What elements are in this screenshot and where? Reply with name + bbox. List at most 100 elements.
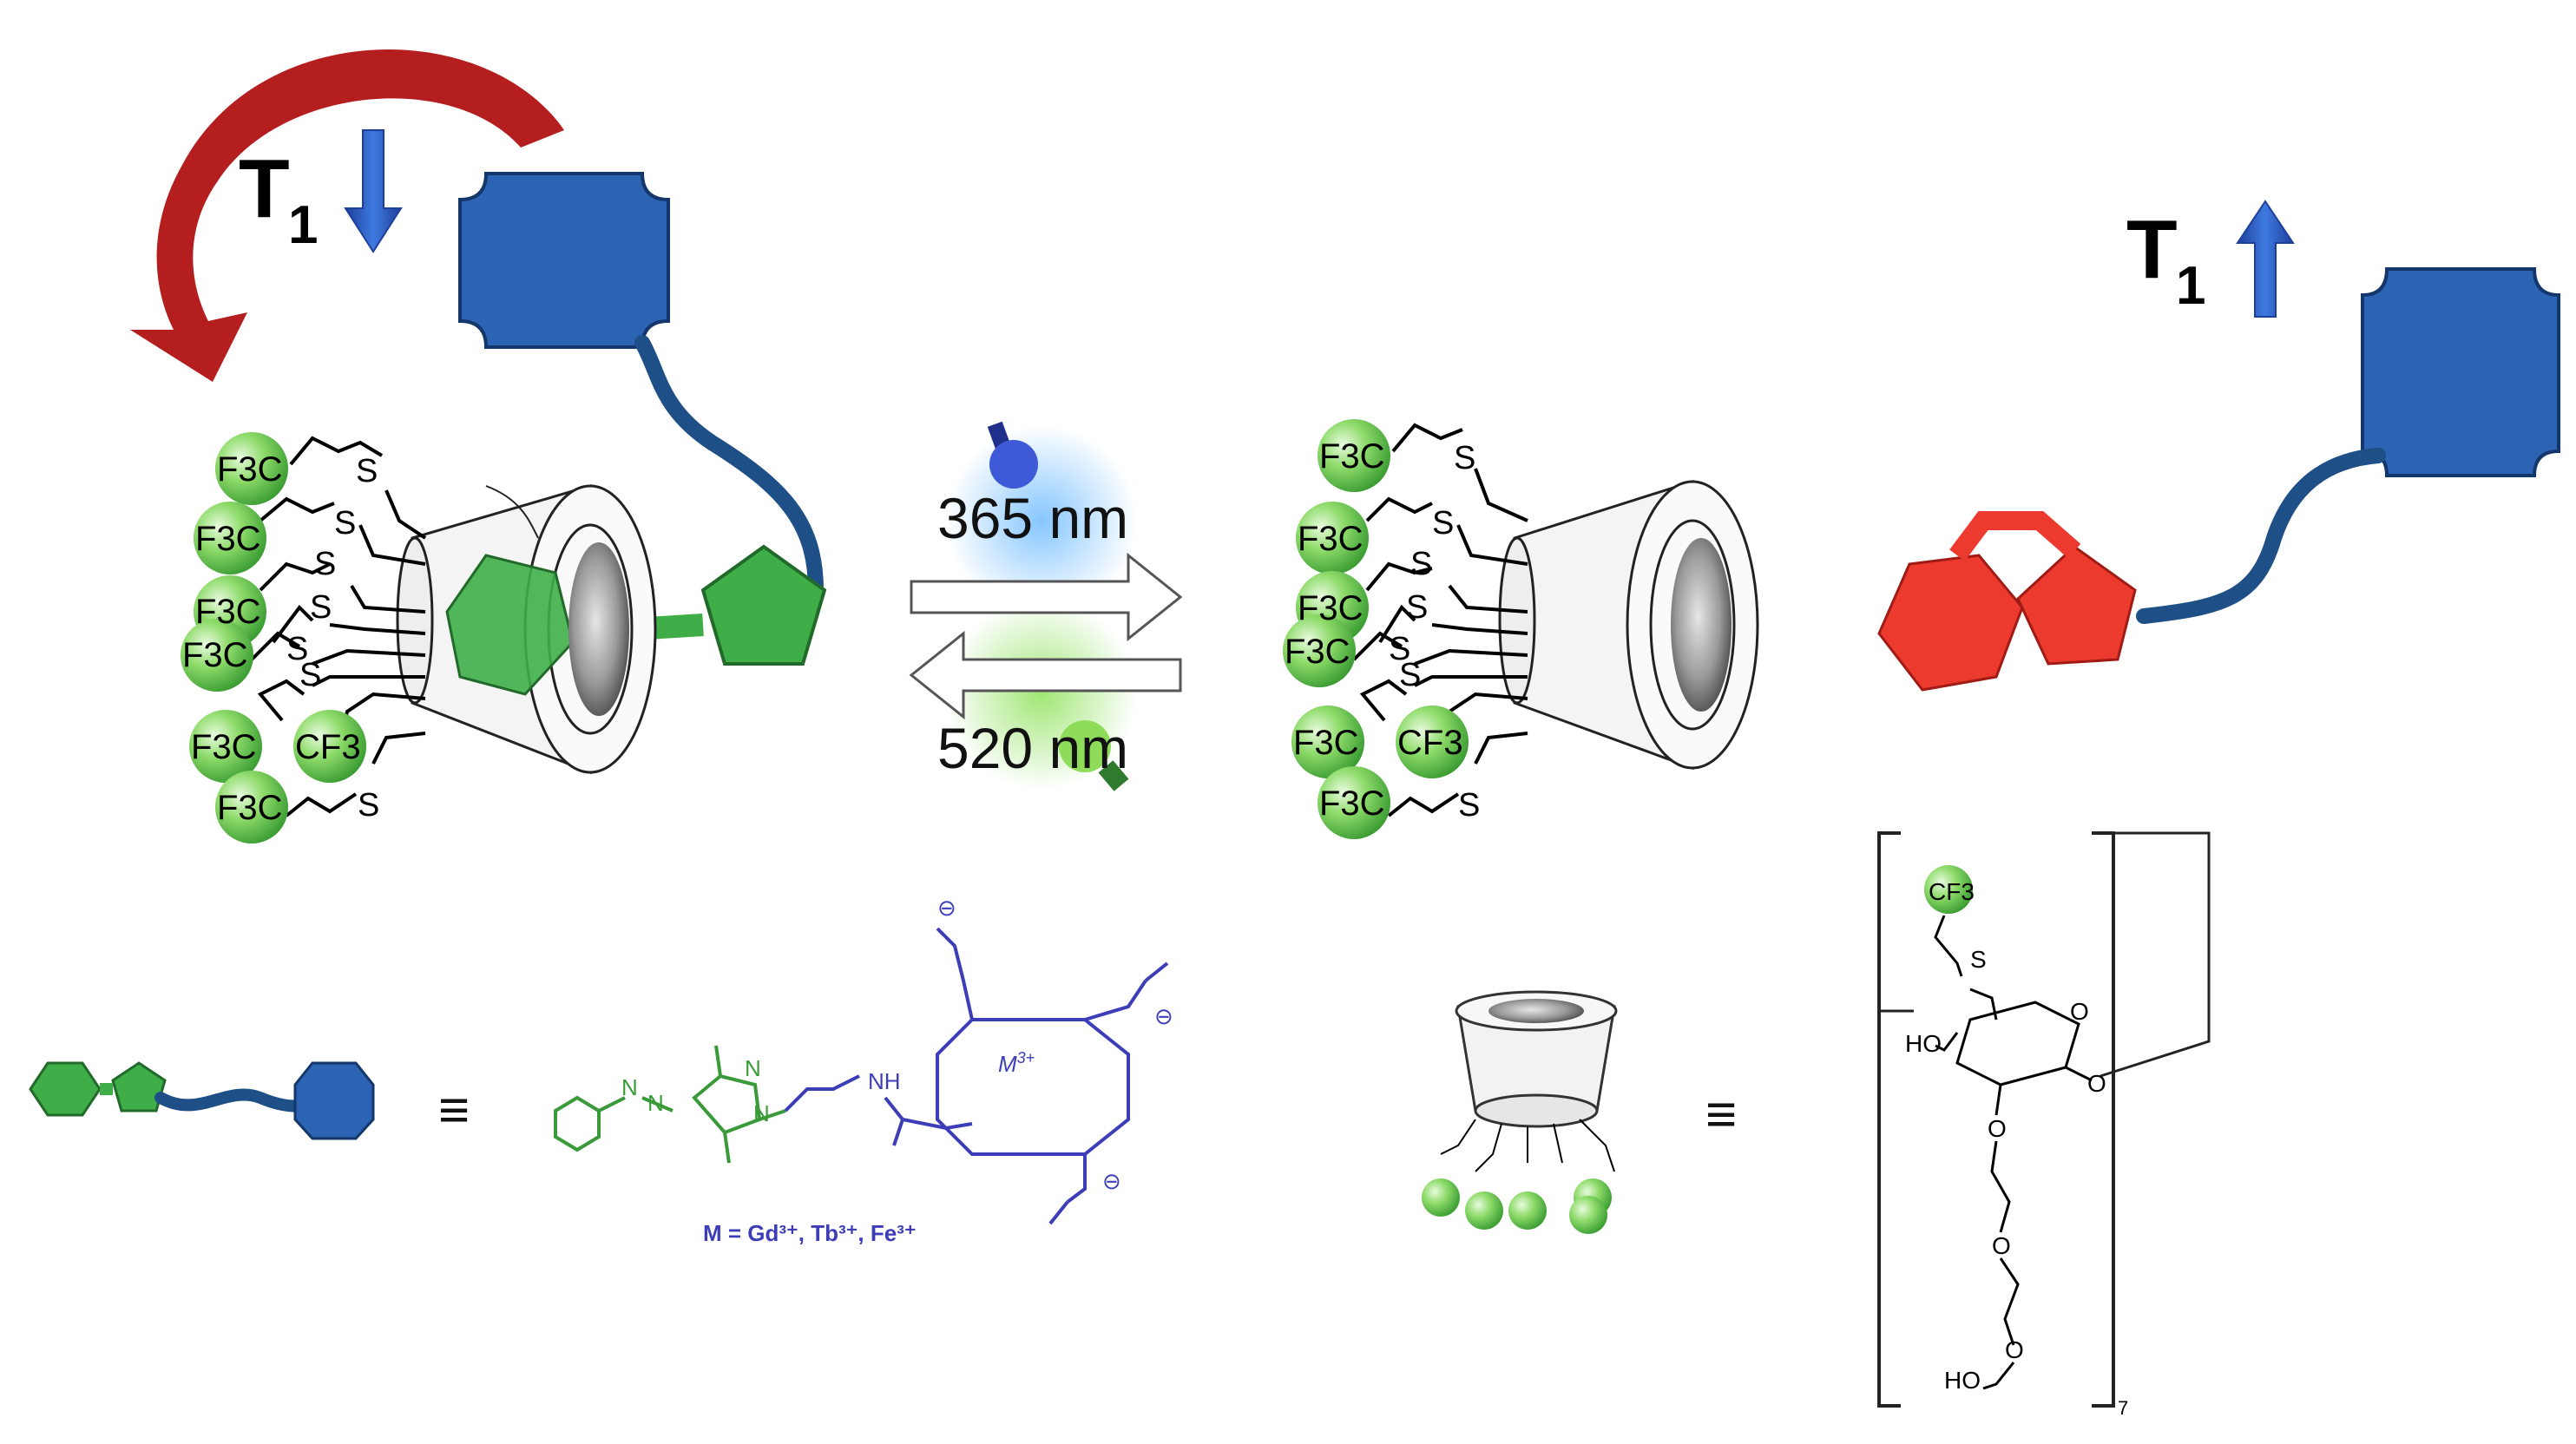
cf3-ball-icon [215, 432, 288, 505]
legend-azo-chelate: ≡ NN NN NH M3+ [29, 895, 1173, 1246]
cf3-ball-icon [215, 771, 288, 843]
cf3-ball-icon [181, 619, 253, 692]
sulfur-label: S [356, 453, 378, 489]
blue-bulb-icon [987, 421, 1038, 489]
cf3-ball-icon [189, 710, 262, 783]
right-state: S S S S S S S F3C F3C F3C F3C F3C CF3 F3… [1283, 200, 2560, 839]
cf3-ball-icon [1296, 502, 1369, 574]
oxygen-label: O [1992, 1232, 2011, 1259]
small-green-hexagon-icon [29, 1061, 102, 1117]
t1-label: T [239, 142, 290, 235]
cf3-ball-icon [1396, 706, 1469, 778]
cf3-ball-icon [1508, 1191, 1547, 1230]
gd-chelate-block-icon [458, 172, 670, 349]
cf3-label: F3C [195, 520, 261, 558]
red-azo-bond-icon [1949, 511, 2081, 561]
cf3-label: F3C [217, 789, 283, 827]
t1-down-arrow-icon [344, 129, 403, 253]
hydroxyl-label: HO [1905, 1030, 1942, 1057]
photoswitch-equilibrium: 365 nm 520 nm [909, 421, 1183, 791]
nh-label: NH [868, 1068, 901, 1094]
cavity-icon [1671, 538, 1732, 712]
t1-subscript: 1 [2176, 256, 2205, 316]
hydroxyl-label: HO [1944, 1367, 1981, 1394]
carboxylate-charge-icon: ⊖ [1102, 1168, 1121, 1194]
cf3-label: CF3 [1929, 878, 1975, 905]
carboxylate-charge-icon: ⊖ [937, 895, 956, 921]
svg-text:N: N [621, 1074, 638, 1100]
oxygen-label: O [2005, 1336, 2024, 1363]
red-pentagon-icon [2016, 545, 2137, 666]
cf3-ball-icon [1291, 706, 1364, 778]
glucose-repeat-unit: CF3 S O HO O O O O HO 7 [1877, 831, 2211, 1419]
cf3-label: CF3 [295, 728, 361, 766]
green-hexagon-icon [445, 554, 575, 696]
cf3-label: F3C [217, 450, 283, 489]
cf3-label: CF3 [1397, 724, 1463, 762]
cavity-icon [568, 542, 629, 716]
gd-chelate-block-icon [2361, 267, 2560, 477]
cf3-label: F3C [182, 636, 248, 674]
cf3-ball-icon [1569, 1196, 1607, 1234]
repeat-count-label: 7 [2118, 1397, 2128, 1419]
sulfur-label: S [299, 657, 321, 693]
cf3-ball-icon [194, 502, 266, 574]
forward-arrow-icon [910, 552, 1183, 642]
cf3-label: F3C [1298, 589, 1364, 627]
reverse-arrow-icon [909, 630, 1182, 720]
sulfur-label: S [1432, 505, 1454, 542]
small-green-pentagon-icon [111, 1061, 167, 1113]
legend-cyclodextrin: ≡ [1422, 990, 1737, 1234]
svg-text:N: N [745, 1055, 761, 1081]
green-pentagon-icon [700, 544, 827, 666]
left-state: T 1 [130, 49, 827, 843]
equivalence-symbol: ≡ [438, 1080, 470, 1140]
svg-text:N: N [647, 1090, 664, 1116]
sulfur-label: S [1458, 787, 1480, 824]
t1-label: T [2126, 203, 2178, 296]
cf3-ball-icon [1318, 419, 1390, 492]
oxygen-label: O [2070, 998, 2089, 1025]
equivalence-symbol: ≡ [1705, 1085, 1737, 1145]
metal-site-label: M3+ [998, 1049, 1035, 1077]
cf3-ball-icon [1318, 766, 1390, 839]
cf3-label: F3C [1285, 633, 1350, 671]
red-hexagon-icon [1877, 554, 2024, 692]
oxygen-label: O [1988, 1115, 2007, 1142]
cyclodextrin-cone-left [396, 483, 657, 775]
thioether-chains-right [1352, 423, 1528, 817]
sulfur-label: S [334, 505, 356, 542]
t1-up-arrow-icon [2236, 200, 2295, 318]
cf3-label: F3C [195, 593, 261, 631]
oxygen-label: O [2087, 1070, 2106, 1097]
small-blue-block-icon [293, 1061, 375, 1140]
cf3-ball-icon [1924, 865, 1973, 914]
sulfur-label: S [286, 631, 308, 667]
linker-icon [2136, 448, 2386, 624]
carboxylate-charge-icon: ⊖ [1154, 1003, 1173, 1029]
cf3-ball-icon [1422, 1178, 1460, 1217]
sulfur-label: S [1389, 631, 1410, 667]
sulfur-label: S [1970, 946, 1987, 973]
sulfur-label: S [1406, 589, 1428, 626]
azo-pyrazole-structure [554, 1045, 786, 1164]
green-bulb-icon [1059, 720, 1129, 791]
metal-caption: M = Gd³⁺, Tb³⁺, Fe³⁺ [703, 1220, 917, 1246]
cf3-label: F3C [1293, 724, 1359, 762]
t1-subscript: 1 [288, 195, 318, 255]
sulfur-label: S [1399, 657, 1421, 693]
svg-text:N: N [753, 1100, 770, 1126]
wavelength-reverse-label: 520 nm [937, 716, 1128, 780]
dota-chelate-structure [784, 927, 1169, 1225]
linker-icon [634, 335, 824, 598]
cf3-label: F3C [1319, 437, 1385, 476]
sulfur-label: S [1454, 440, 1475, 476]
wavelength-forward-label: 365 nm [937, 486, 1128, 550]
cf3-label: F3C [1319, 784, 1385, 823]
curved-red-arrow-icon [130, 49, 564, 382]
sulfur-label: S [310, 589, 332, 626]
sulfur-label: S [358, 787, 379, 824]
cf3-ball-icon [1465, 1191, 1503, 1230]
sulfur-label: S [1410, 546, 1432, 582]
